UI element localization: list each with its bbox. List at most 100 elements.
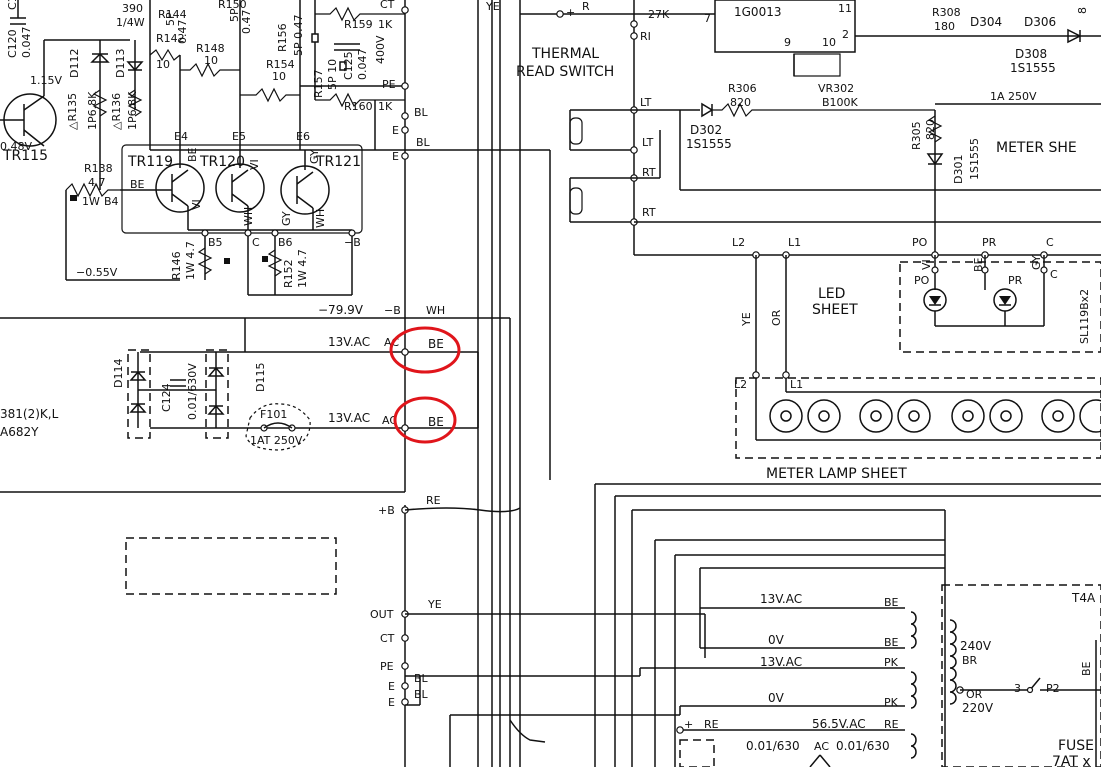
pr2-label: PR [1008, 274, 1023, 287]
r138-value: 4.7 [88, 176, 106, 189]
r159-label: R159 [344, 18, 373, 31]
r148-value: 10 [204, 54, 218, 67]
e2-label: E [392, 150, 399, 163]
part1-label: 381(2)K,L [0, 407, 59, 421]
r154-value: 10 [272, 70, 286, 83]
tr120-label: TR120 [199, 154, 245, 170]
bl2-label: BL [416, 136, 431, 149]
be1-label: BE [428, 337, 444, 351]
ac-label: AC [814, 740, 829, 753]
c120-label: C120 [6, 29, 19, 58]
bl-label: BL [414, 106, 429, 119]
wh2-label: WH [314, 209, 327, 228]
r136-value: 1P6.8K [126, 91, 139, 130]
ac2-label: 13V.AC [328, 411, 370, 425]
c125-value: 0.047 [356, 49, 369, 81]
r150-value: 5P [228, 8, 241, 22]
r146-value: 1W 4.7 [184, 241, 197, 280]
r306-value: 820 [730, 96, 751, 109]
v220-label: 220V [962, 701, 994, 715]
minus-b2-label: −B [384, 304, 401, 317]
t4a-label: T4A [1071, 591, 1096, 605]
l1b-label: L1 [790, 378, 803, 391]
r154-label: R154 [266, 58, 295, 71]
b4-label: B4 [104, 195, 119, 208]
pk-b-label: PK [884, 696, 899, 709]
tr121-tag: E6 [296, 130, 310, 143]
r27k-label: 27K [648, 8, 670, 21]
c124-value: 0.01/630V [186, 363, 199, 420]
cap-tr-label: 8 [1076, 7, 1089, 14]
tr119-lead: BE [186, 147, 199, 162]
ri-label: RI [640, 30, 651, 43]
ic-label: 1G0013 [734, 5, 781, 19]
r159-value: 1K [378, 18, 393, 31]
ic-block [714, 0, 856, 53]
f101-value: 1AT 250V [250, 434, 303, 447]
ic-pin2: 2 [842, 28, 849, 41]
coil-1 [910, 611, 917, 649]
r146-label: R146 [170, 251, 183, 280]
f101-label: F101 [260, 408, 287, 421]
coil-2 [910, 671, 917, 709]
tr119-tag: E4 [174, 130, 188, 143]
c124-label: C124 [160, 383, 173, 412]
d301-label: D301 [952, 155, 965, 184]
l2b-label: L2 [734, 378, 747, 391]
r142-label: R142 [156, 32, 185, 45]
d301-part: 1S1555 [968, 138, 981, 180]
rt2-label: RT [642, 206, 656, 219]
ac56-label: 56.5V.AC [812, 717, 866, 731]
rt1-label: RT [642, 166, 656, 179]
ye2-label: YE [427, 598, 442, 611]
e3-label: E [388, 680, 395, 693]
v0a-label: 0V [768, 633, 785, 647]
tr121-label: TR121 [315, 154, 361, 170]
d113-label: D113 [114, 49, 127, 78]
ye-led-label: YE [740, 312, 753, 327]
be-mains-label: BE [1080, 661, 1093, 676]
tr120-lead: VI [248, 159, 261, 170]
s3-label: 3 [1014, 682, 1021, 695]
d114-box [127, 349, 151, 439]
ac1-label: 13V.AC [328, 335, 370, 349]
bridge-box [679, 739, 715, 767]
r138-label: R138 [84, 162, 113, 175]
ac-supply-section: 13V.AC AC BE 13V.AC AC BE D114 D115 C124… [0, 318, 478, 451]
annotation-circle-upper [389, 326, 461, 374]
v047a-label: 0.47 [176, 20, 189, 45]
thermal-switch-section: + R 27K 1G0013 7 11 9 10 2 R308 180 D304… [516, 0, 1101, 255]
be-b-label: BE [884, 636, 899, 649]
plus-b-label: +B [378, 504, 395, 517]
tr119-label: TR119 [127, 154, 173, 170]
meter-lamps [769, 399, 1101, 433]
r160-value: 1K [378, 100, 393, 113]
d114-label: D114 [112, 359, 125, 388]
r305-value: 820 [924, 119, 937, 140]
be-label: BE [130, 178, 145, 191]
b5-label: B5 [208, 236, 223, 249]
meter-lamp-sheet-label: METER LAMP SHEET [766, 466, 907, 482]
pr-label: PR [982, 236, 997, 249]
sl-label: SL119Bx2 [1078, 289, 1091, 344]
c-label: C [252, 236, 260, 249]
r135-label: △R135 [66, 93, 79, 130]
pk-a-label: PK [884, 656, 899, 669]
tr121-lead: GY [308, 149, 321, 164]
r308-value: 180 [934, 20, 955, 33]
ac13a-label: 13V.AC [760, 592, 802, 606]
r306-label: R306 [728, 82, 757, 95]
v0b-label: 0V [768, 691, 785, 705]
re-label: RE [426, 494, 441, 507]
ic-pin11: 11 [838, 2, 852, 15]
p2-label: P2 [1046, 682, 1060, 695]
meter-lamp-box [735, 377, 1101, 459]
v048-label: 0.48V [0, 140, 32, 153]
be-a-label: BE [884, 596, 899, 609]
thermal-switch-2 [569, 187, 583, 215]
r305-label: R305 [910, 121, 923, 150]
r308-label: R308 [932, 6, 961, 19]
ct2-label: CT [380, 632, 395, 645]
power-box [941, 584, 1101, 767]
